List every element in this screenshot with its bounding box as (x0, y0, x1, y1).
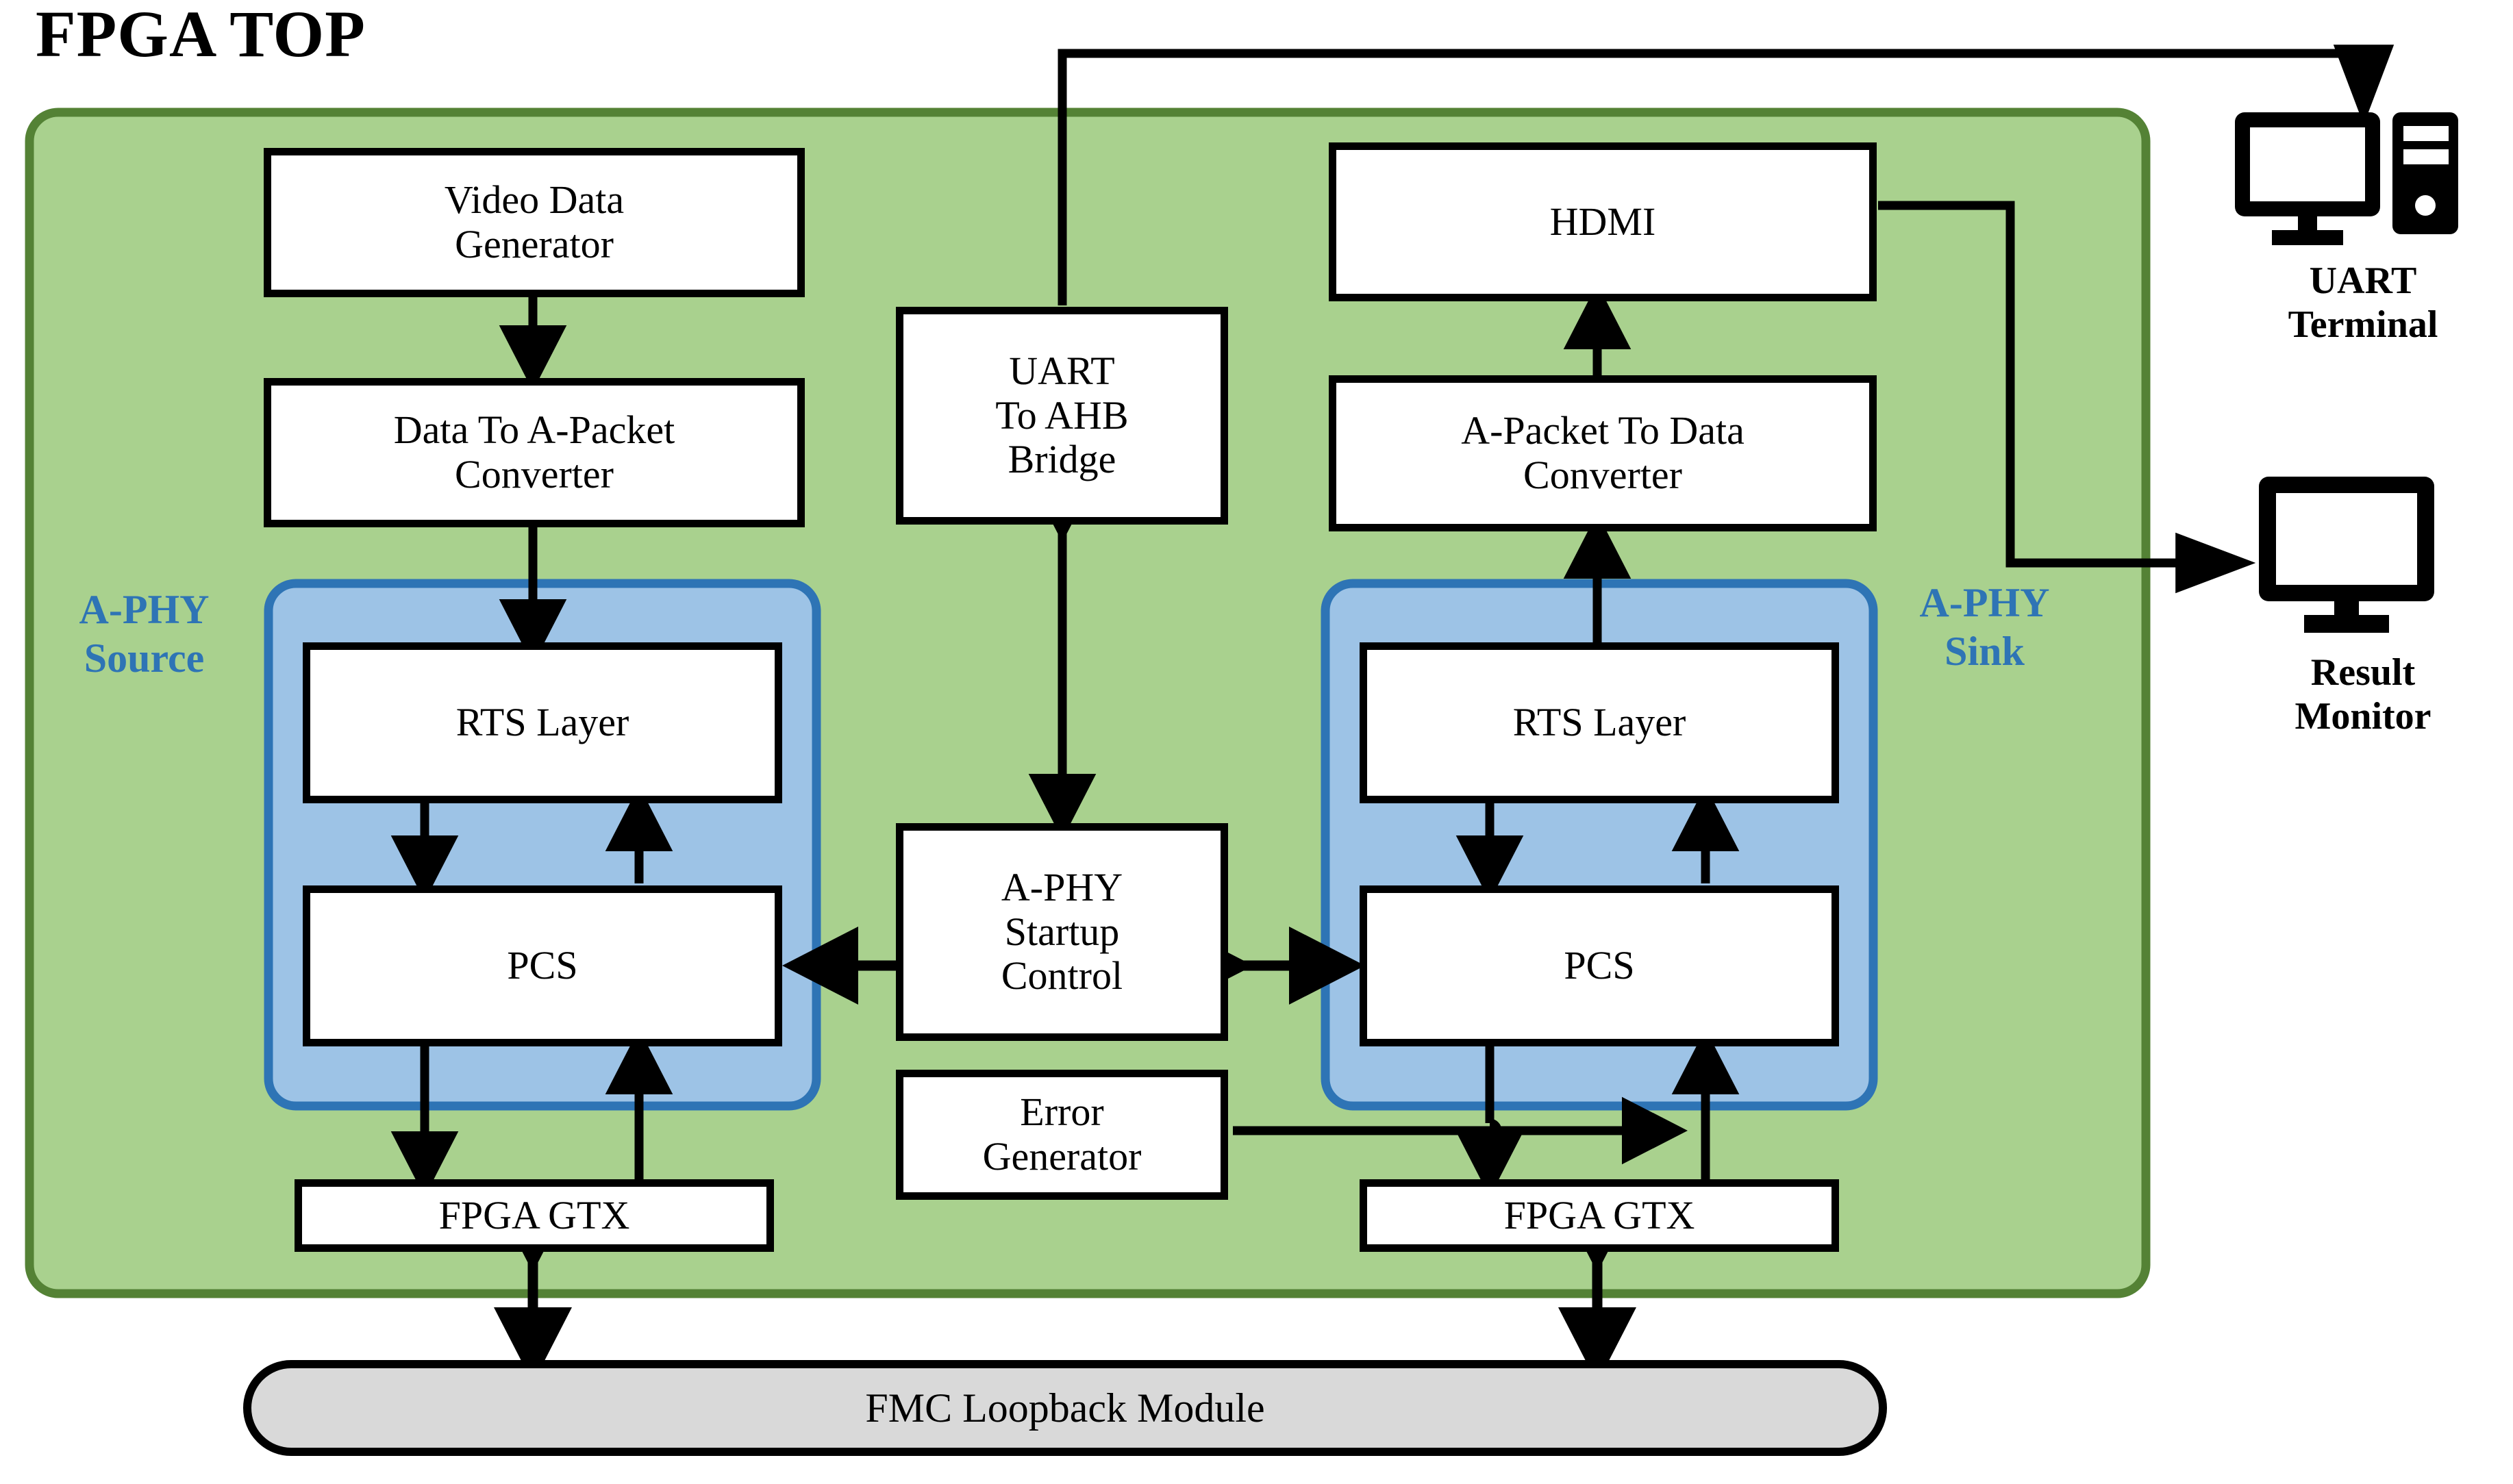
block-rts-layer-sink[interactable]: RTS Layer (1360, 642, 1839, 803)
block-label: RTS Layer (455, 700, 629, 745)
block-label: RTS Layer (1512, 700, 1686, 745)
block-fmc-loopback-module[interactable]: FMC Loopback Module (243, 1360, 1887, 1456)
block-rts-layer-source[interactable]: RTS Layer (303, 642, 782, 803)
result-monitor-icon-group (2252, 473, 2478, 637)
desktop-computer-icon (2235, 112, 2458, 245)
uart-terminal-icon-group (2229, 108, 2503, 245)
block-label: PCS (507, 943, 578, 988)
monitor-icon (2259, 477, 2434, 633)
block-label: HDMI (1549, 199, 1656, 244)
block-label: FPGA GTX (1503, 1192, 1695, 1237)
block-pcs-sink[interactable]: PCS (1360, 885, 1839, 1046)
block-label: FMC Loopback Module (865, 1385, 1265, 1431)
block-label: PCS (1564, 943, 1635, 988)
edge-uartbridge-to-terminal (1058, 45, 2395, 305)
block-hdmi[interactable]: HDMI (1329, 142, 1877, 301)
edge-hdmi-to-result-monitor (1878, 201, 2256, 594)
page-title: FPGA TOP (36, 0, 366, 71)
block-fpga-gtx-source[interactable]: FPGA GTX (295, 1179, 774, 1252)
block-pcs-source[interactable]: PCS (303, 885, 782, 1046)
block-label: FPGA GTX (438, 1192, 630, 1237)
block-fpga-gtx-sink[interactable]: FPGA GTX (1360, 1179, 1839, 1252)
